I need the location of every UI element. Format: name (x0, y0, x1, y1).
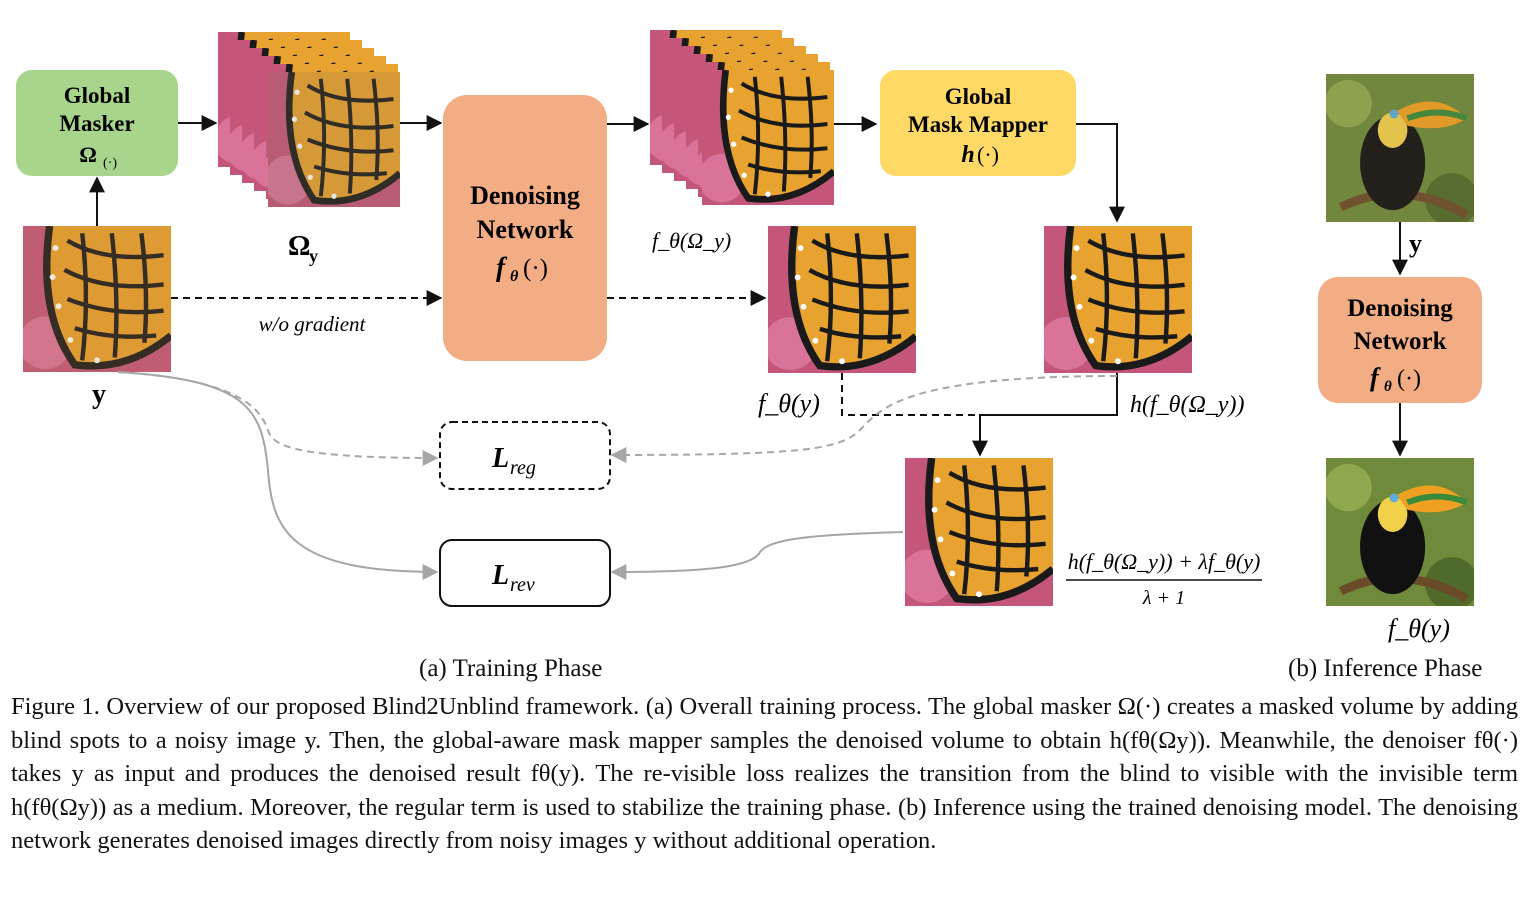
inf-denoiser-line2: Network (1353, 328, 1446, 355)
denoiser-fn-arg: (·) (523, 255, 548, 282)
mapper-line1: Global (945, 84, 1011, 109)
dashed-mapped-to-lreg (610, 375, 1118, 463)
denoiser-line1: Denoising (470, 181, 580, 210)
denoiser-line2: Network (477, 215, 574, 244)
omega-y-sub: y (309, 246, 318, 266)
combined-denominator: λ + 1 (1142, 587, 1185, 609)
arrow-mapper-to-image (1076, 123, 1125, 223)
curve-combined-to-lrev (610, 531, 904, 580)
omega-y-label: Ω (288, 231, 310, 262)
dashed-y-to-lreg (117, 371, 439, 466)
subcaption-inference: (b) Inference Phase (1288, 655, 1483, 682)
caption-paragraph: Figure 1. Overview of our proposed Blind… (11, 693, 1518, 854)
mapper-fn: h (961, 142, 974, 168)
loss-reg-sub: reg (510, 457, 536, 479)
wo-gradient-label: w/o gradient (259, 312, 367, 336)
inf-denoiser-fn-arg: (·) (1397, 366, 1421, 392)
mapped-label: h(f_θ(Ω_y)) (1130, 392, 1244, 418)
masker-symbol: Ω (79, 142, 97, 167)
inf-denoiser-fn-sub: θ (1384, 379, 1392, 395)
inference-denoising-network-box: Denoising Network f θ (·) (1318, 277, 1482, 403)
loss-rev-box: L rev (439, 539, 611, 607)
mapper-line2: Mask Mapper (908, 112, 1048, 137)
global-masker-box: Global Masker Ω (·) (16, 70, 178, 176)
subcaption-training: (a) Training Phase (419, 655, 603, 682)
inference-noisy-image (1326, 74, 1474, 222)
global-mask-mapper-box: Global Mask Mapper h (·) (880, 70, 1076, 176)
denoising-network-box: Denoising Network f θ (·) (443, 95, 607, 361)
inf-denoiser-fn: f (1370, 363, 1381, 392)
masker-symbol-sub: (·) (103, 156, 117, 171)
dashed-fy-to-merge (841, 373, 980, 416)
inf-denoiser-line1: Denoising (1347, 295, 1453, 322)
blind2unblind-diagram: Global Masker Ω (·) y Ω y Denoising Netw… (16, 0, 1482, 643)
combined-image (901, 458, 1053, 606)
volume-output-label: f_θ(Ω_y) (652, 228, 731, 253)
inference-output-label: f_θ(y) (1388, 614, 1450, 643)
mapper-fn-arg: (·) (977, 142, 999, 167)
global-masker-line1: Global (64, 83, 130, 108)
noisy-input-image (23, 226, 171, 372)
loss-rev-sub: rev (510, 574, 535, 596)
global-masker-line2: Masker (59, 111, 134, 136)
loss-reg-symbol: L (491, 443, 509, 474)
loss-rev-symbol: L (491, 560, 509, 591)
combined-numerator: h(f_θ(Ω_y)) + λf_θ(y) (1068, 549, 1261, 574)
denoised-label: f_θ(y) (758, 389, 820, 418)
inference-input-label: y (1409, 229, 1422, 258)
curve-y-to-lrev (117, 371, 439, 580)
figure-caption: Figure 1. Overview of our proposed Blind… (11, 690, 1518, 858)
denoiser-fn-sub: θ (510, 268, 519, 285)
inference-output-image (1325, 458, 1479, 610)
denoised-volume-stack (646, 30, 834, 205)
mapped-image (1040, 226, 1192, 373)
masked-volume-stack (214, 32, 400, 207)
loss-reg-box: L reg (439, 421, 611, 490)
arrow-merge-to-combined (972, 373, 1118, 457)
input-y-label: y (92, 379, 106, 410)
denoised-image (764, 226, 916, 373)
